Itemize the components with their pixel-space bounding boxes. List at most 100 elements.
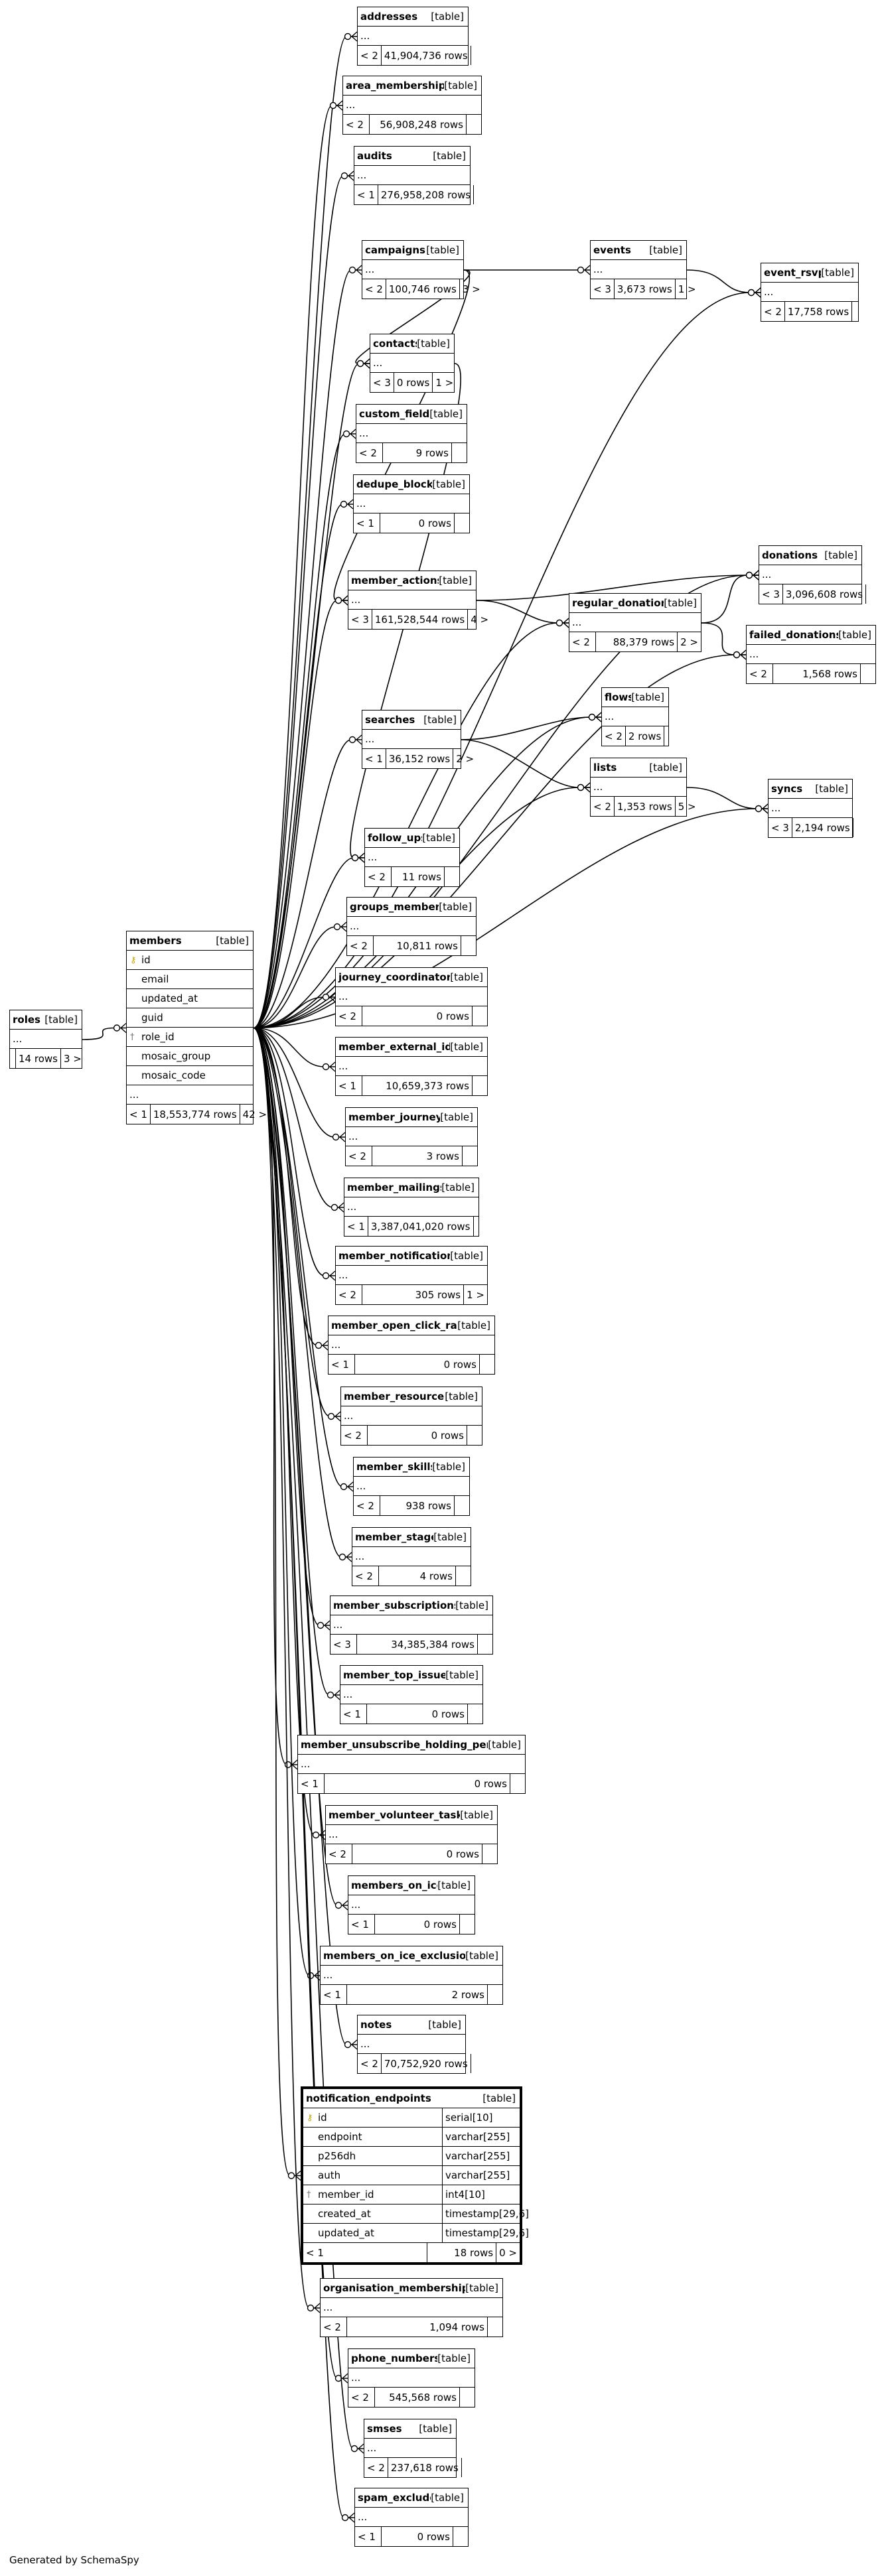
table-name[interactable]: member_stages — [355, 1531, 433, 1543]
table-name[interactable]: audits — [357, 150, 392, 162]
table-name[interactable]: member_notifications — [338, 1250, 451, 1262]
table-name[interactable]: donations — [762, 549, 818, 561]
parent-count[interactable]: < 1 — [298, 1774, 325, 1793]
column-name[interactable]: guid — [127, 1008, 253, 1027]
table-name[interactable]: organisation_memberships — [323, 2282, 466, 2294]
table-name[interactable]: member_subscriptions — [333, 1599, 456, 1611]
child-count[interactable]: 42 > — [242, 1108, 267, 1120]
table-name[interactable]: phone_numbers — [351, 2352, 438, 2364]
table-name[interactable]: smses — [367, 2423, 402, 2435]
parent-count[interactable]: < 2 — [354, 1496, 380, 1515]
parent-count[interactable]: < 2 — [341, 1426, 368, 1445]
child-count[interactable] — [861, 664, 875, 683]
child-count[interactable] — [866, 584, 871, 604]
table-name[interactable]: member_external_ids — [338, 1041, 451, 1053]
table-name[interactable]: event_rsvps — [764, 267, 821, 279]
parent-count[interactable]: < 2 — [364, 2458, 388, 2477]
table-name[interactable]: follow_ups — [368, 832, 423, 844]
parent-count[interactable]: < 1 — [354, 185, 378, 204]
parent-count[interactable]: < 1 — [329, 1355, 355, 1374]
table-name[interactable]: contacts — [373, 338, 417, 350]
parent-count[interactable]: < 2 — [358, 2054, 382, 2073]
table-name[interactable]: member_actions — [351, 575, 439, 586]
column-name[interactable]: updated_at — [303, 2224, 443, 2242]
parent-count[interactable]: < 2 — [336, 1006, 362, 1026]
table-name[interactable]: failed_donations — [749, 629, 839, 641]
table-name[interactable]: syncs — [771, 783, 803, 795]
table-name[interactable]: member_mailings — [347, 1182, 442, 1193]
column-name[interactable]: auth — [303, 2166, 443, 2185]
child-count[interactable] — [456, 1566, 471, 1586]
table-name[interactable]: roles — [13, 1014, 40, 1026]
child-count[interactable] — [452, 443, 467, 462]
column-name[interactable]: email — [127, 970, 253, 988]
table-name[interactable]: member_unsubscribe_holding_pens — [301, 1739, 488, 1751]
child-count[interactable] — [467, 1426, 482, 1445]
parent-count[interactable]: < 1 — [348, 1915, 375, 1934]
child-count[interactable]: 4 > — [471, 613, 489, 626]
table-name[interactable]: member_resources — [344, 1390, 445, 1402]
parent-count[interactable]: < 2 — [346, 1146, 372, 1166]
column-name[interactable]: created_at — [303, 2204, 443, 2223]
parent-count[interactable]: < 2 — [348, 2388, 375, 2407]
column-name[interactable]: p256dh — [303, 2147, 443, 2165]
child-count[interactable] — [510, 1774, 525, 1793]
parent-count[interactable]: < 1 — [354, 513, 380, 533]
child-count[interactable] — [455, 1496, 469, 1515]
table-name[interactable]: journey_coordinators — [338, 971, 451, 983]
child-count[interactable] — [445, 867, 459, 886]
child-count[interactable] — [473, 1006, 487, 1026]
child-count[interactable] — [853, 818, 859, 837]
column-name[interactable]: updated_at — [127, 989, 253, 1008]
table-name[interactable]: flows — [605, 691, 632, 703]
child-count[interactable] — [467, 115, 481, 134]
table-name[interactable]: lists — [593, 762, 617, 774]
parent-count[interactable]: < 2 — [591, 797, 615, 816]
table-name[interactable]: dedupe_blocks — [356, 478, 433, 490]
table-name[interactable]: searches — [365, 714, 415, 726]
child-count[interactable] — [474, 185, 479, 204]
child-count[interactable]: 3 > — [63, 1052, 82, 1065]
child-count[interactable]: 0 > — [499, 2246, 517, 2259]
child-count[interactable] — [471, 2054, 477, 2073]
table-name[interactable]: addresses — [360, 11, 418, 23]
parent-count[interactable] — [10, 1049, 16, 1068]
column-name[interactable]: ⚷id — [303, 2108, 443, 2127]
parent-count[interactable]: < 3 — [348, 610, 372, 629]
child-count[interactable] — [461, 936, 476, 955]
table-name[interactable]: members_on_ice — [351, 1879, 438, 1891]
column-name[interactable]: mosaic_group — [127, 1047, 253, 1065]
parent-count[interactable]: < 3 — [769, 818, 792, 837]
parent-count[interactable]: < 2 — [343, 115, 370, 134]
table-name[interactable]: regular_donations — [572, 597, 664, 609]
parent-count[interactable]: < 2 — [761, 302, 785, 321]
child-count[interactable]: 5 > — [678, 800, 696, 813]
child-count[interactable]: 3 > — [462, 283, 480, 295]
